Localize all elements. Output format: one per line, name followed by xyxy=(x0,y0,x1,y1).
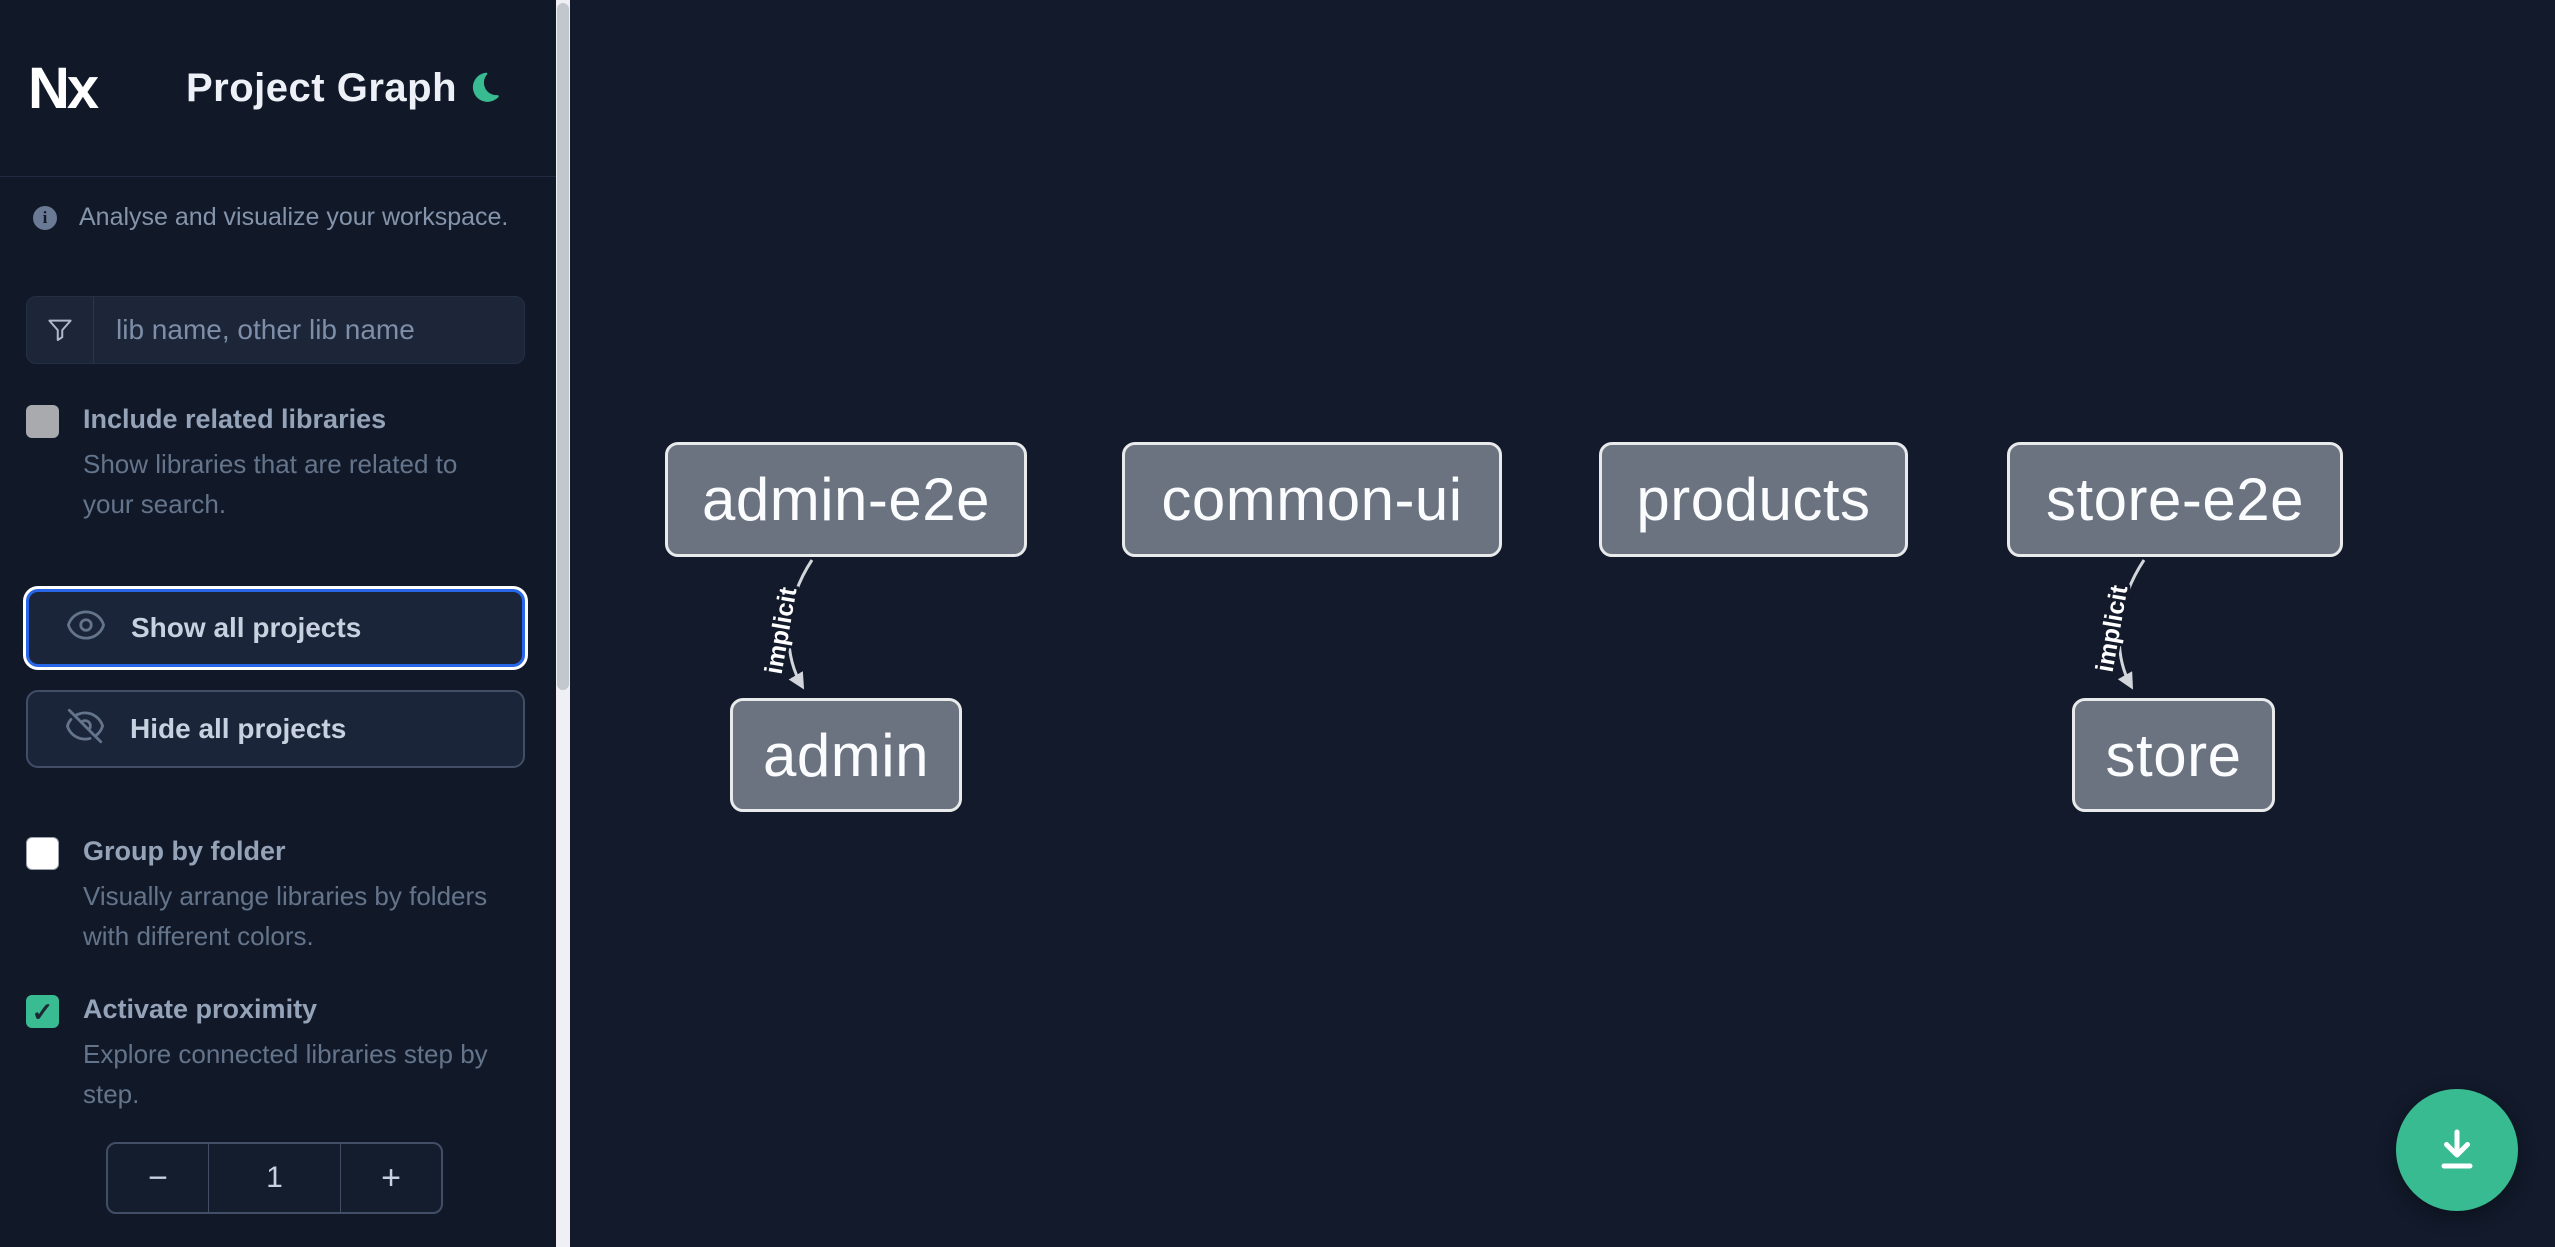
page-title: Project Graph xyxy=(186,65,458,110)
nx-logo: Nx xyxy=(28,55,99,121)
eye-icon xyxy=(65,604,107,653)
check-icon: ✓ xyxy=(31,996,54,1027)
button-label: Hide all projects xyxy=(130,713,347,744)
checkbox-include-related[interactable] xyxy=(26,405,59,438)
increment-button[interactable]: + xyxy=(341,1144,441,1212)
stepper-value: 1 xyxy=(208,1144,341,1212)
search-box xyxy=(26,296,525,364)
hide-all-projects-button[interactable]: Hide all projects xyxy=(26,690,525,768)
theme-toggle-button[interactable] xyxy=(468,70,504,106)
graph-node-common-ui[interactable]: common-ui xyxy=(1122,442,1502,557)
toggle-label[interactable]: Activate proximity xyxy=(83,994,318,1024)
edge-label[interactable]: implicit xyxy=(2088,579,2137,677)
edge-label[interactable]: implicit xyxy=(757,581,806,679)
sidebar-scrollbar-track[interactable] xyxy=(556,0,570,1247)
project-graph-canvas[interactable]: implicit implicit admin-e2e common-ui pr… xyxy=(570,0,2555,1247)
checkbox-activate-proximity[interactable]: ✓ xyxy=(26,995,59,1028)
toggle-description: Visually arrange libraries by folders wi… xyxy=(83,881,488,951)
sidebar: Nx Project Graph i Analyse and visualize… xyxy=(0,0,556,1247)
sidebar-scrollbar-thumb[interactable] xyxy=(557,3,569,690)
search-input[interactable] xyxy=(94,297,524,363)
graph-node-admin[interactable]: admin xyxy=(730,698,962,812)
info-icon: i xyxy=(33,205,57,230)
toggle-description: Explore connected libraries step by step… xyxy=(83,1039,488,1109)
toggle-description: Show libraries that are related to your … xyxy=(83,449,458,519)
decrement-button[interactable]: − xyxy=(108,1144,208,1212)
info-row: i Analyse and visualize your workspace. xyxy=(0,177,556,232)
eye-off-icon xyxy=(64,705,106,754)
graph-node-store-e2e[interactable]: store-e2e xyxy=(2007,442,2343,557)
filter-funnel-icon xyxy=(27,297,94,363)
graph-edges: implicit implicit xyxy=(757,559,2146,690)
moon-icon xyxy=(468,72,504,109)
toggle-activate-proximity: ✓ Activate proximity Explore connected l… xyxy=(26,993,556,1114)
graph-node-admin-e2e[interactable]: admin-e2e xyxy=(665,442,1027,557)
button-label: Show all projects xyxy=(131,612,362,643)
sidebar-header: Nx Project Graph xyxy=(0,0,556,177)
graph-node-products[interactable]: products xyxy=(1599,442,1908,557)
show-all-projects-button[interactable]: Show all projects xyxy=(26,589,525,667)
proximity-stepper: − 1 + xyxy=(106,1142,443,1214)
toggle-group-by-folder: Group by folder Visually arrange librari… xyxy=(26,835,556,956)
info-text: Analyse and visualize your workspace. xyxy=(79,203,509,231)
toggle-label[interactable]: Group by folder xyxy=(83,836,286,866)
toggle-label[interactable]: Include related libraries xyxy=(83,404,387,434)
toggle-include-related: Include related libraries Show libraries… xyxy=(26,403,556,524)
edge-store-e2e-store[interactable]: implicit xyxy=(2088,559,2146,690)
download-icon xyxy=(2431,1123,2483,1178)
edge-admin-e2e-admin[interactable]: implicit xyxy=(757,559,814,690)
checkbox-group-by-folder[interactable] xyxy=(26,837,59,870)
graph-node-store[interactable]: store xyxy=(2072,698,2275,812)
download-image-button[interactable] xyxy=(2396,1089,2518,1211)
